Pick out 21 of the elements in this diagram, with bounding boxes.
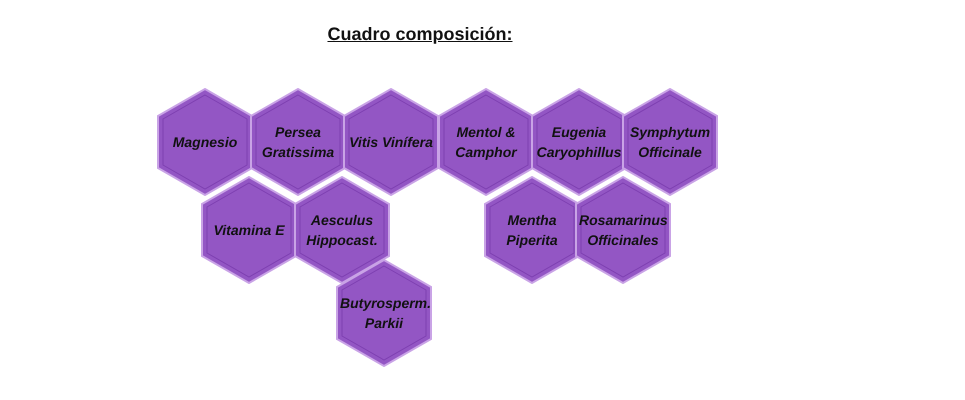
node-label: Vitis Vinífera — [348, 133, 434, 152]
hexagon-node — [294, 176, 390, 284]
hexagon-node — [622, 88, 718, 196]
node-label: Symphytum Officinale — [628, 123, 712, 162]
node-label: Persea Gratissima — [260, 123, 336, 162]
node-label: Magnesio — [172, 133, 238, 152]
node-label: Mentha Piperita — [505, 211, 559, 250]
node-label: Mentol & Camphor — [454, 123, 518, 162]
node-label: Eugenia Caryophillus — [536, 123, 622, 162]
hexagon-node — [157, 88, 253, 196]
node-label: Aesculus Hippocast. — [305, 211, 379, 250]
node-label: Butyrosperm. Parkii — [340, 294, 428, 333]
node-label: Vitamina E — [212, 221, 286, 240]
hexagon-node — [484, 176, 580, 284]
hexagon-node — [201, 176, 297, 284]
title: Cuadro composición: — [326, 24, 514, 45]
node-label: Rosamarinus Officinales — [579, 211, 667, 250]
hexagon-node — [336, 259, 432, 367]
hexagon-node — [438, 88, 534, 196]
hexagon-node — [575, 176, 671, 284]
hexagon-node — [343, 88, 439, 196]
